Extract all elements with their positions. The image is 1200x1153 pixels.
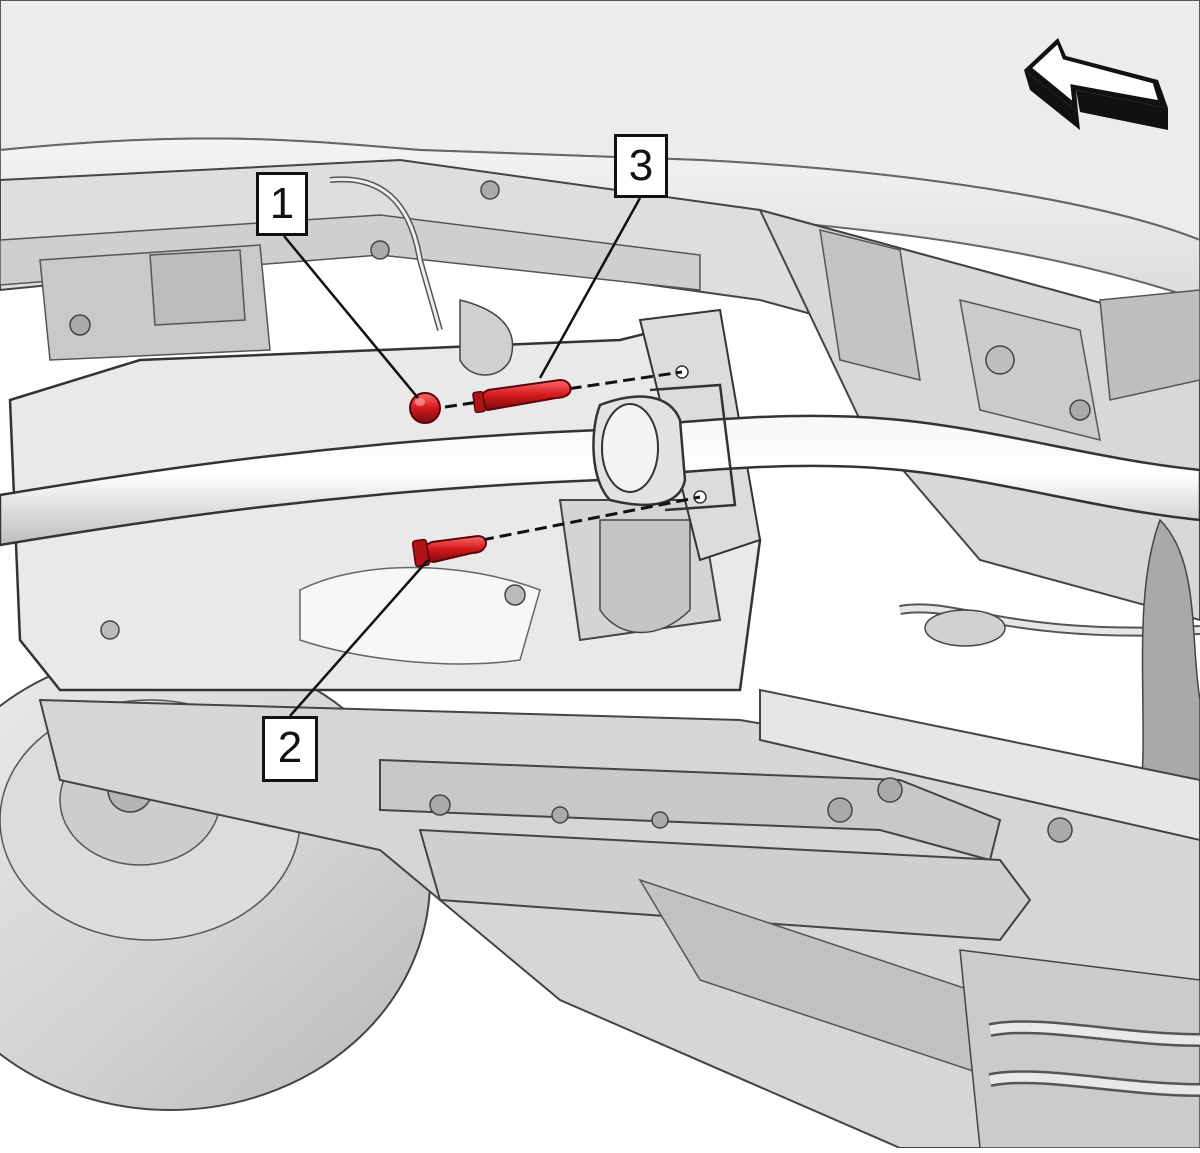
bolt-fastener-short [411, 534, 487, 568]
callout-label-2: 2 [262, 716, 318, 782]
stabilizer-bar [0, 414, 1200, 547]
stabilizer-bar-bushing [592, 383, 737, 512]
callout-label-3: 3 [614, 134, 668, 198]
lower-crossmember [38, 688, 1200, 1149]
leader-lines [283, 197, 642, 717]
forward-arrow-icon [1024, 38, 1168, 130]
suspension-right [758, 208, 1200, 821]
bolt-fastener-long [472, 378, 572, 414]
nut-fastener [409, 392, 441, 424]
callout-label-1: 1 [256, 172, 308, 236]
